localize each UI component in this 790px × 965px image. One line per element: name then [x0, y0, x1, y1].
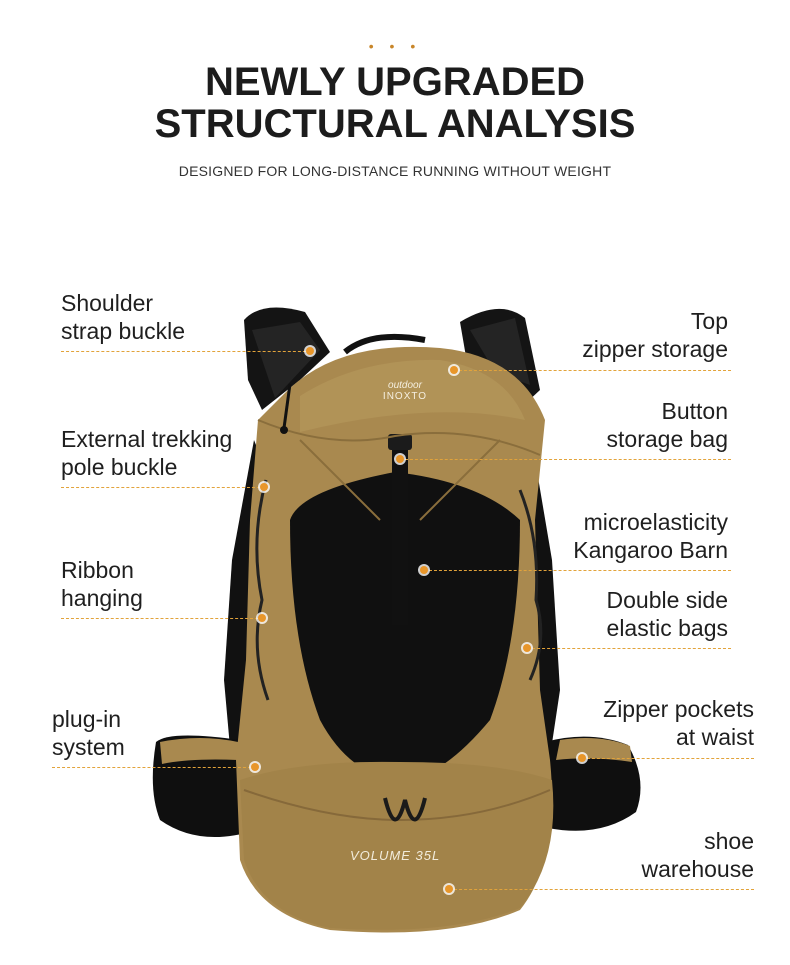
callout-line: shoe [704, 828, 754, 854]
guide-line [527, 648, 731, 649]
marker-dot [450, 366, 458, 374]
callout-line: plug-in [52, 706, 122, 732]
callout-line: Button [661, 398, 729, 424]
callout-shoulder-strap-buckle: Shoulder strap buckle [61, 289, 185, 345]
callout-plug-in-system: plug-in system [52, 705, 125, 761]
page-subtitle: DESIGNED FOR LONG-DISTANCE RUNNING WITHO… [178, 163, 612, 179]
callout-line: elastic bags [606, 615, 728, 641]
callout-line: External trekking [61, 426, 233, 452]
guide-line [454, 370, 731, 371]
marker-dot [251, 763, 259, 771]
callout-line: zipper storage [582, 336, 728, 362]
callout-line: Shoulder [61, 290, 154, 316]
decorative-dots: • • • [368, 38, 422, 54]
callout-trekking-pole-buckle: External trekking pole buckle [61, 425, 232, 481]
callout-line: pole buckle [61, 454, 178, 480]
callout-kangaroo-barn: microelasticity Kangaroo Barn [573, 508, 728, 564]
backpack-logo: outdoor INOXTO [360, 380, 450, 402]
page-title-line2: STRUCTURAL ANALYSIS [154, 102, 636, 146]
guide-line [61, 618, 263, 619]
callout-line: storage bag [606, 426, 728, 452]
callout-line: hanging [61, 585, 143, 611]
marker-dot [260, 483, 268, 491]
callout-shoe-warehouse: shoe warehouse [641, 827, 754, 883]
guide-line [400, 459, 731, 460]
marker-dot [523, 644, 531, 652]
logo-text-bottom: INOXTO [382, 391, 428, 402]
callout-line: microelasticity [583, 509, 728, 535]
guide-line [52, 767, 256, 768]
volume-label: VOLUME 35L [350, 848, 441, 863]
callout-top-zipper-storage: Top zipper storage [582, 307, 728, 363]
marker-dot [420, 566, 428, 574]
marker-dot [258, 614, 266, 622]
marker-dot [396, 455, 404, 463]
marker-dot [306, 347, 314, 355]
callout-line: at waist [676, 724, 754, 750]
marker-dot [445, 885, 453, 893]
callout-line: Zipper pockets [603, 696, 754, 722]
guide-line [61, 351, 311, 352]
callout-line: strap buckle [61, 318, 186, 344]
marker-dot [578, 754, 586, 762]
callout-line: system [52, 734, 125, 760]
callout-line: warehouse [641, 856, 754, 882]
guide-line [61, 487, 265, 488]
logo-text-top: outdoor [388, 380, 422, 391]
page-title-line1: NEWLY UPGRADED [204, 60, 586, 104]
guide-line [424, 570, 731, 571]
callout-line: Ribbon [61, 557, 134, 583]
guide-line [582, 758, 754, 759]
callout-line: Kangaroo Barn [573, 537, 728, 563]
guide-line [449, 889, 754, 890]
callout-double-side-elastic-bags: Double side elastic bags [607, 586, 728, 642]
callout-zipper-pockets-waist: Zipper pockets at waist [603, 695, 754, 751]
callout-line: Top [690, 308, 728, 334]
callout-button-storage-bag: Button storage bag [607, 397, 728, 453]
callout-ribbon-hanging: Ribbon hanging [61, 556, 143, 612]
callout-line: Double side [606, 587, 728, 613]
